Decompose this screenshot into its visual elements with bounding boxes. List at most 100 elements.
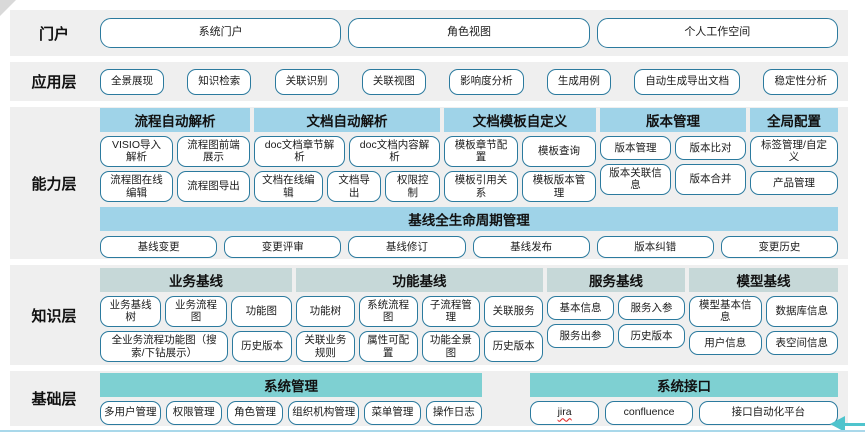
group-header: 文档自动解析 [254, 107, 440, 132]
portal-box-personal-workspace: 个人工作空间 [596, 18, 838, 48]
arrow-tail-line [843, 423, 865, 426]
group-header: 系统管理 [100, 372, 482, 397]
bottom-rule-line [0, 430, 865, 432]
knowledge-box: 历史版本 [484, 331, 543, 363]
app-box: 关联识别 [274, 68, 339, 95]
capability-box: 文档导出 [326, 171, 382, 203]
capability-box: 权限控制 [385, 171, 440, 203]
knowledge-box: 数据库信息 [765, 295, 838, 327]
knowledge-box: 功能图 [230, 295, 292, 327]
knowledge-box: 基本信息 [547, 295, 614, 320]
app-box: 稳定性分析 [763, 68, 838, 95]
baseline-lifecycle-header: 基线全生命周期管理 [100, 207, 838, 232]
capability-box: 版本合并 [675, 163, 746, 195]
group-header: 业务基线 [100, 267, 292, 292]
app-box: 关联视图 [361, 68, 426, 95]
knowledge-box: 模型基本信息 [689, 295, 762, 327]
layer-label-capability: 能力层 [31, 175, 77, 193]
capability-box: 模板查询 [522, 135, 596, 167]
knowledge-box: 系统流程图 [358, 295, 418, 327]
group-model-baseline: 模型基线 模型基本信息 数据库信息 用户信息 表空间信息 [689, 267, 838, 362]
knowledge-box: 功能树 [296, 295, 355, 327]
foundation-box-jira: jira [530, 400, 600, 425]
baseline-box: 变更评审 [224, 236, 342, 259]
capability-box: 流程图前端展示 [177, 135, 250, 167]
app-box: 生成用例 [546, 68, 611, 95]
corner-triangle-decoration [0, 0, 16, 16]
portal-box-system-portal: 系统门户 [100, 18, 342, 48]
capability-box: 流程图在线编辑 [100, 171, 173, 203]
baseline-box: 基线发布 [472, 236, 590, 259]
baseline-box: 版本纠错 [596, 236, 714, 259]
foundation-box-confluence: confluence [605, 400, 693, 425]
capability-box: 模板章节配置 [444, 135, 518, 167]
capability-box: 模板引用关系 [444, 171, 518, 203]
application-layer-band: 应用层 全景展现 知识检索 关联识别 关联视图 影响度分析 生成用例 自动生成导… [10, 62, 848, 101]
group-system-management: 系统管理 多用户管理 权限管理 角色管理 组织机构管理 菜单管理 操作日志 [100, 372, 482, 425]
knowledge-box: 属性可配置 [358, 331, 418, 363]
knowledge-box: 关联服务 [484, 295, 543, 327]
group-function-baseline: 功能基线 功能树 系统流程图 子流程管理 关联服务 关联业务规则 属性可配置 功… [296, 267, 543, 363]
group-system-interfaces: 系统接口 jira confluence 接口自动化平台 [530, 372, 838, 425]
foundation-layer-band: 基础层 系统管理 多用户管理 权限管理 角色管理 组织机构管理 菜单管理 操作日… [10, 371, 848, 426]
app-box: 知识检索 [187, 68, 252, 95]
foundation-box: 多用户管理 [100, 400, 161, 425]
left-arrow-decoration [830, 416, 845, 432]
group-header: 文档模板自定义 [444, 107, 596, 132]
group-header: 功能基线 [296, 267, 543, 292]
group-header: 服务基线 [547, 267, 685, 292]
foundation-box: 权限管理 [165, 400, 222, 425]
knowledge-box: 关联业务规则 [296, 331, 355, 363]
layer-label-portal: 门户 [38, 25, 69, 43]
capability-box: doc文档章节解析 [254, 135, 345, 167]
capability-box: 版本比对 [675, 135, 746, 160]
group-header: 全局配置 [750, 107, 838, 132]
capability-box: 版本管理 [600, 135, 671, 160]
knowledge-box: 全业务流程功能图（搜索/下钻展示） [100, 331, 229, 363]
foundation-box: 角色管理 [226, 400, 284, 425]
app-box: 全景展现 [100, 68, 164, 95]
capability-box: 标签管理/自定义 [750, 135, 838, 167]
group-doc-auto-parse: 文档自动解析 doc文档章节解析 doc文档内容解析 文档在线编辑 文档导出 权… [254, 107, 440, 203]
baseline-box: 变更历史 [720, 236, 839, 259]
portal-box-role-view: 角色视图 [348, 18, 590, 48]
group-business-baseline: 业务基线 业务基线树 业务流程图 功能图 全业务流程功能图（搜索/下钻展示） 历… [100, 267, 292, 363]
layer-label-knowledge: 知识层 [31, 307, 77, 325]
layer-label-foundation: 基础层 [31, 391, 77, 408]
capability-box: doc文档内容解析 [349, 135, 440, 167]
knowledge-box: 表空间信息 [765, 331, 838, 355]
layer-stack: 门户 系统门户 角色视图 个人工作空间 应用层 全景展现 知识检索 关联识别 关… [10, 10, 848, 426]
group-version-management: 版本管理 版本管理 版本比对 版本关联信息 版本合并 [600, 107, 746, 202]
group-header: 流程自动解析 [100, 107, 250, 132]
capability-box: 版本关联信息 [600, 163, 671, 195]
baseline-box: 基线修订 [348, 236, 466, 259]
portal-layer-band: 门户 系统门户 角色视图 个人工作空间 [10, 10, 848, 56]
capability-box: 流程图导出 [177, 171, 250, 203]
knowledge-box: 服务入参 [618, 295, 685, 320]
knowledge-box: 功能全景图 [421, 331, 481, 363]
knowledge-box: 子流程管理 [421, 295, 481, 327]
knowledge-box: 业务基线树 [100, 295, 162, 327]
foundation-box-interface-automation: 接口自动化平台 [698, 400, 838, 425]
knowledge-box: 服务出参 [547, 323, 614, 348]
foundation-box: 组织机构管理 [288, 400, 360, 425]
knowledge-layer-band: 知识层 业务基线 业务基线树 业务流程图 功能图 全业务流程功能图（搜索/下钻展… [10, 265, 848, 365]
knowledge-box: 历史版本 [232, 331, 292, 363]
knowledge-box: 历史版本 [618, 323, 685, 348]
knowledge-box: 业务流程图 [165, 295, 227, 327]
baseline-box: 基线变更 [100, 236, 218, 259]
group-process-auto-parse: 流程自动解析 VISIO导入解析 流程图前端展示 流程图在线编辑 流程图导出 [100, 107, 250, 203]
group-header: 模型基线 [689, 267, 838, 292]
capability-box: VISIO导入解析 [100, 135, 173, 167]
group-header: 版本管理 [600, 107, 746, 132]
group-global-config: 全局配置 标签管理/自定义 产品管理 [750, 107, 838, 202]
capability-layer-band: 能力层 流程自动解析 VISIO导入解析 流程图前端展示 流程图在线编辑 流程图… [10, 107, 848, 259]
foundation-box: 菜单管理 [364, 400, 421, 425]
layer-label-application: 应用层 [31, 74, 77, 91]
capability-box: 产品管理 [750, 171, 838, 195]
group-header: 系统接口 [530, 372, 838, 397]
foundation-box: 操作日志 [425, 400, 482, 425]
app-box: 影响度分析 [449, 68, 524, 95]
group-doc-template-custom: 文档模板自定义 模板章节配置 模板查询 模板引用关系 模板版本管理 [444, 107, 596, 203]
